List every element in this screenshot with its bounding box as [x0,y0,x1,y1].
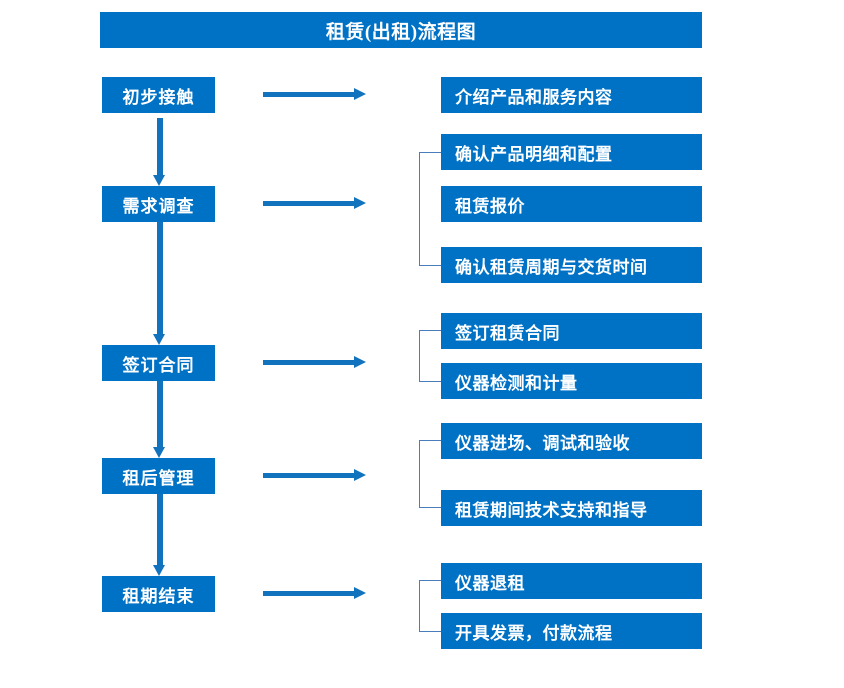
horizontal-arrow-1 [263,88,366,101]
vertical-arrow-3 [153,381,166,458]
detail-box-instrument-inspection[interactable]: 仪器检测和计量 [441,363,702,399]
horizontal-arrow-5 [263,587,366,600]
stage-box-post-rental-management[interactable]: 租后管理 [102,458,215,494]
detail-box-confirm-product-details[interactable]: 确认产品明细和配置 [441,134,702,170]
horizontal-arrow-4 [263,469,366,482]
stage-box-rental-end[interactable]: 租期结束 [102,576,215,612]
detail-box-sign-rental-contract[interactable]: 签订租赁合同 [441,313,702,349]
horizontal-arrow-3 [263,356,366,369]
detail-box-invoice-payment[interactable]: 开具发票，付款流程 [441,613,702,649]
stage-box-initial-contact[interactable]: 初步接触 [102,77,215,113]
stage-box-requirement-survey[interactable]: 需求调查 [102,186,215,222]
horizontal-arrow-2 [263,197,366,210]
detail-box-rental-quotation[interactable]: 租赁报价 [441,186,702,222]
group-bracket-rental-end [419,580,441,632]
group-bracket-sign-contract [419,330,441,382]
detail-box-introduce-products[interactable]: 介绍产品和服务内容 [441,77,702,113]
group-bracket-post-rental-management [419,440,441,508]
vertical-arrow-1 [153,118,166,186]
vertical-arrow-4 [153,494,166,576]
detail-box-confirm-rental-period[interactable]: 确认租赁周期与交货时间 [441,247,702,283]
stage-box-sign-contract[interactable]: 签订合同 [102,345,215,381]
page-title: 租赁(出租)流程图 [100,12,702,48]
detail-box-technical-support[interactable]: 租赁期间技术支持和指导 [441,490,702,526]
vertical-arrow-2 [153,222,166,345]
group-bracket-requirement-survey [419,152,441,266]
detail-box-instrument-return[interactable]: 仪器退租 [441,563,702,599]
detail-box-instrument-delivery[interactable]: 仪器进场、调试和验收 [441,423,702,459]
